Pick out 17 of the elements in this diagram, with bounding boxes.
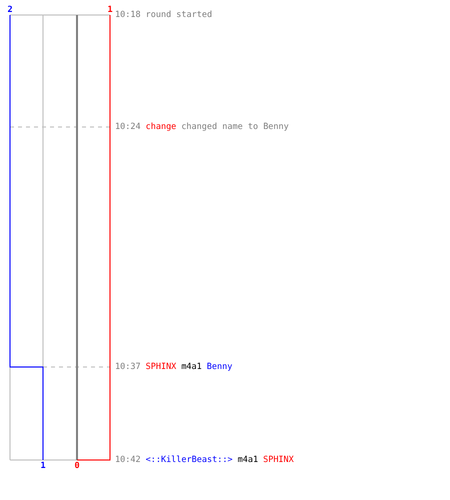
- weapon-name: m4a1: [238, 455, 258, 465]
- event-text: changed name to Benny: [181, 122, 289, 132]
- count-label: 0: [74, 461, 80, 471]
- player-name: change: [146, 122, 176, 132]
- timestamp: 10:24: [115, 122, 141, 132]
- count-label: 2: [7, 5, 13, 15]
- player-name: Benny: [206, 362, 232, 372]
- weapon-name: m4a1: [181, 362, 202, 372]
- timestamp: 10:42: [115, 455, 141, 465]
- timestamp: 10:37: [115, 362, 141, 372]
- count-label: 1: [40, 461, 46, 471]
- player-name: <::KillerBeast::>: [146, 455, 233, 465]
- player-name: SPHINX: [146, 362, 176, 372]
- timestamp: 10:18: [115, 10, 141, 20]
- event-text: round started: [146, 10, 212, 20]
- count-label: 1: [107, 5, 113, 15]
- player-name: SPHINX: [263, 455, 294, 465]
